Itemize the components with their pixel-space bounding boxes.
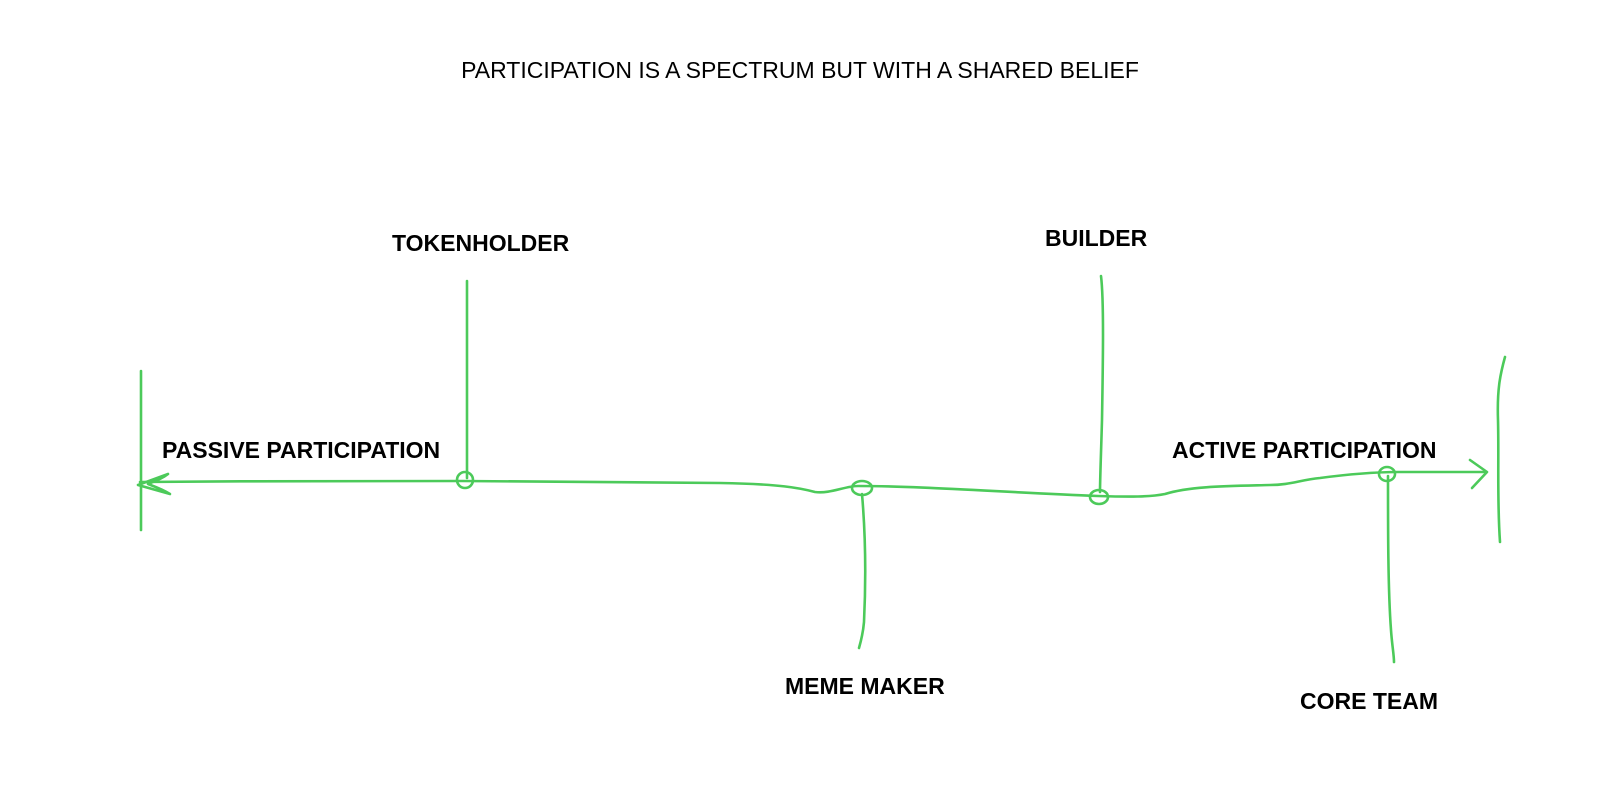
left-arrowhead: [136, 472, 172, 496]
core-team-leader: [1386, 474, 1396, 664]
right-end-bar: [1496, 355, 1507, 544]
tokenholder-label: TOKENHOLDER: [392, 230, 570, 256]
tokenholder-marker: [455, 470, 475, 490]
passive-participation-label: PASSIVE PARTICIPATION: [162, 437, 441, 463]
active-participation-label: ACTIVE PARTICIPATION: [1172, 437, 1437, 463]
meme-maker-label: MEME MAKER: [785, 673, 945, 699]
builder-leader: [1098, 274, 1105, 494]
diagram-title: PARTICIPATION IS A SPECTRUM BUT WITH A S…: [461, 57, 1139, 83]
spectrum-line: [138, 470, 1487, 498]
core-team-label: CORE TEAM: [1300, 688, 1438, 714]
builder-label: BUILDER: [1045, 225, 1148, 251]
right-arrowhead: [1468, 458, 1489, 490]
meme-maker-leader: [857, 492, 867, 650]
